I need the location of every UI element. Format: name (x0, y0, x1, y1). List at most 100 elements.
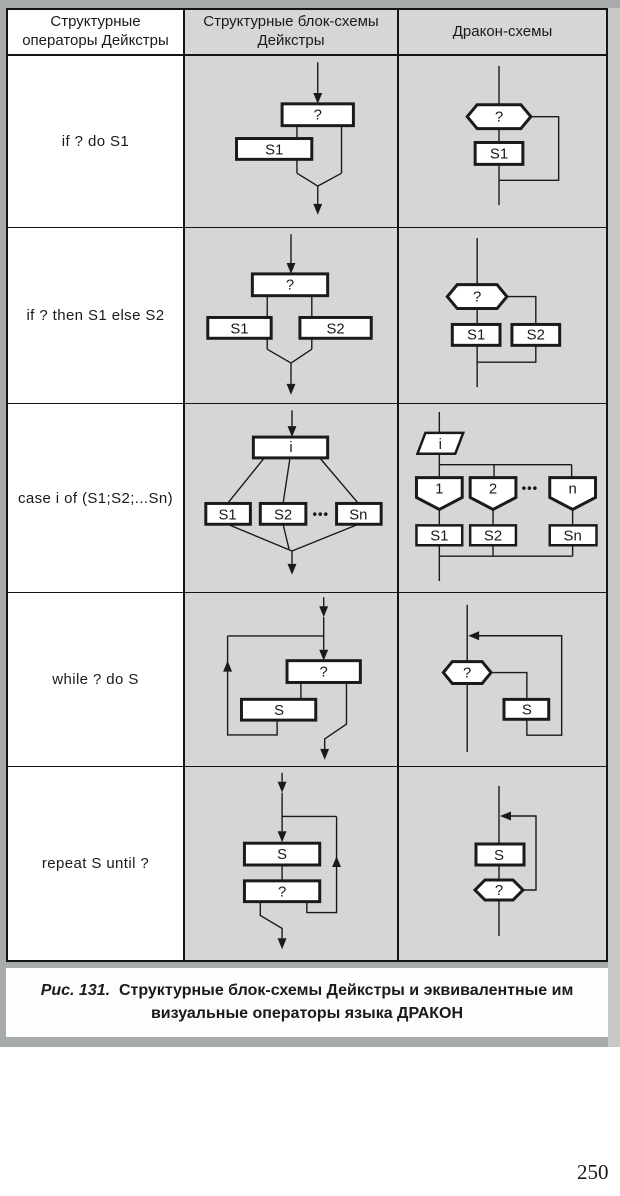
label-question: ? (495, 110, 503, 126)
dijkstra-case-diagram: i S1 S2 ••• Sn (204, 410, 383, 575)
label-n: n (568, 481, 576, 498)
label-question: ? (473, 290, 481, 306)
operators-table: Структурные операторы Дейкстры Структурн… (6, 8, 608, 962)
label-s2: S2 (527, 327, 545, 343)
action-box-s (474, 842, 526, 867)
label-sn: Sn (349, 507, 367, 523)
operator-label-if-do: if ? do S1 (8, 56, 185, 228)
label-question: ? (463, 666, 471, 682)
action-box-s (239, 697, 318, 722)
operator-label-repeat: repeat S until ? (8, 767, 185, 960)
condition-box (242, 879, 322, 904)
question-hexagon (465, 103, 533, 131)
action-box-s1 (415, 524, 464, 547)
label-s1: S1 (490, 146, 508, 162)
figure-shadow-strip (608, 8, 620, 1047)
dijkstra-if-do-diagram: ? S1 (235, 62, 355, 215)
label-i: i (439, 436, 442, 453)
action-box-sn (335, 501, 383, 526)
arrowhead-down (313, 203, 323, 215)
drakon-scheme-while: ? S (399, 593, 606, 767)
arrowhead-left (500, 811, 511, 821)
condition-box (280, 102, 355, 128)
label-i: i (289, 440, 292, 456)
case-shape-1 (414, 476, 464, 512)
label-s1: S1 (219, 507, 237, 523)
arrowhead-down (287, 426, 297, 438)
dijkstra-flowchart-if-else: ? S1 S2 (185, 228, 399, 404)
arrowhead-up (223, 660, 233, 672)
label-question: ? (320, 665, 328, 681)
arrowhead-down (286, 383, 296, 395)
label-question: ? (495, 882, 503, 899)
label-sn: Sn (564, 527, 582, 544)
arrowhead-up (332, 856, 342, 867)
dijkstra-flowchart-repeat: S ? (185, 767, 399, 960)
condition-box (285, 659, 362, 684)
arrowhead-down (313, 92, 323, 104)
drakon-while-diagram: ? S (441, 604, 563, 753)
dijkstra-flowchart-case: i S1 S2 ••• Sn (185, 404, 399, 593)
header-dijkstra-operators: Структурные операторы Дейкстры (8, 10, 185, 56)
selector-box-i (251, 435, 330, 460)
label-s: S (277, 847, 287, 863)
drakon-if-else-diagram: ? S1 S2 (445, 237, 562, 388)
label-s2: S2 (274, 507, 292, 523)
flow-lines (476, 237, 537, 388)
dijkstra-repeat-diagram: S ? (242, 772, 342, 950)
arrowhead-down (319, 606, 329, 618)
question-hexagon (441, 660, 493, 685)
arrowhead-down (277, 781, 287, 793)
label-s1: S1 (430, 527, 448, 544)
ellipsis: ••• (312, 506, 328, 521)
action-box-s1 (204, 501, 252, 526)
label-two: 2 (489, 481, 497, 498)
label-question: ? (314, 108, 322, 124)
action-box-sn (548, 524, 598, 547)
arrowhead-down (277, 831, 287, 843)
label-s1: S1 (265, 142, 283, 158)
header-dijkstra-flowcharts: Структурные блок-схемы Дейкстры (185, 10, 399, 56)
arrowhead-down (287, 563, 297, 575)
operator-label-if-else: if ? then S1 else S2 (8, 228, 185, 404)
drakon-scheme-if-else: ? S1 S2 (399, 228, 606, 404)
action-box-s1 (450, 322, 502, 347)
drakon-case-diagram: i 1 2 ••• n S1 S2 Sn (414, 411, 598, 582)
drakon-scheme-if-do: ? S1 (399, 56, 606, 228)
label-s1: S1 (467, 327, 485, 343)
flow-lines (226, 597, 348, 749)
dijkstra-while-diagram: ? S (223, 597, 362, 760)
label-s1: S1 (230, 321, 248, 337)
figure-caption-paragraph: Рис. 131. Структурные блок-схемы Дейкстр… (6, 980, 608, 1025)
header-drakon-schemes: Дракон-схемы (399, 10, 606, 56)
figure-caption: Рис. 131. Структурные блок-схемы Дейкстр… (6, 968, 608, 1037)
arrowhead-down (319, 649, 329, 661)
drakon-scheme-case: i 1 2 ••• n S1 S2 Sn (399, 404, 606, 593)
arrowhead-left (468, 631, 480, 641)
label-s: S (494, 847, 504, 864)
action-box-s2 (258, 501, 308, 526)
condition-box (250, 272, 330, 298)
case-shape-n (548, 476, 597, 512)
action-box-s1 (206, 315, 273, 340)
label-question: ? (278, 885, 286, 901)
dijkstra-flowchart-while: ? S (185, 593, 399, 767)
question-hexagon (445, 283, 509, 311)
label-s: S (522, 702, 532, 718)
flow-lines (266, 234, 313, 384)
action-box-s2 (298, 315, 373, 340)
input-parallelogram-i (415, 431, 466, 455)
label-one: 1 (435, 481, 443, 498)
action-box-s2 (510, 322, 562, 347)
ellipsis: ••• (522, 481, 539, 496)
action-box-s2 (468, 524, 518, 547)
action-box-s (242, 841, 322, 867)
arrowhead-down (277, 938, 287, 950)
label-s2: S2 (327, 321, 345, 337)
action-box-s1 (473, 141, 525, 166)
figure-caption-number: Рис. 131. (40, 982, 111, 1000)
label-question: ? (286, 278, 294, 294)
figure-131: Структурные операторы Дейкстры Структурн… (0, 0, 620, 1047)
drakon-scheme-repeat: S ? (399, 767, 606, 960)
